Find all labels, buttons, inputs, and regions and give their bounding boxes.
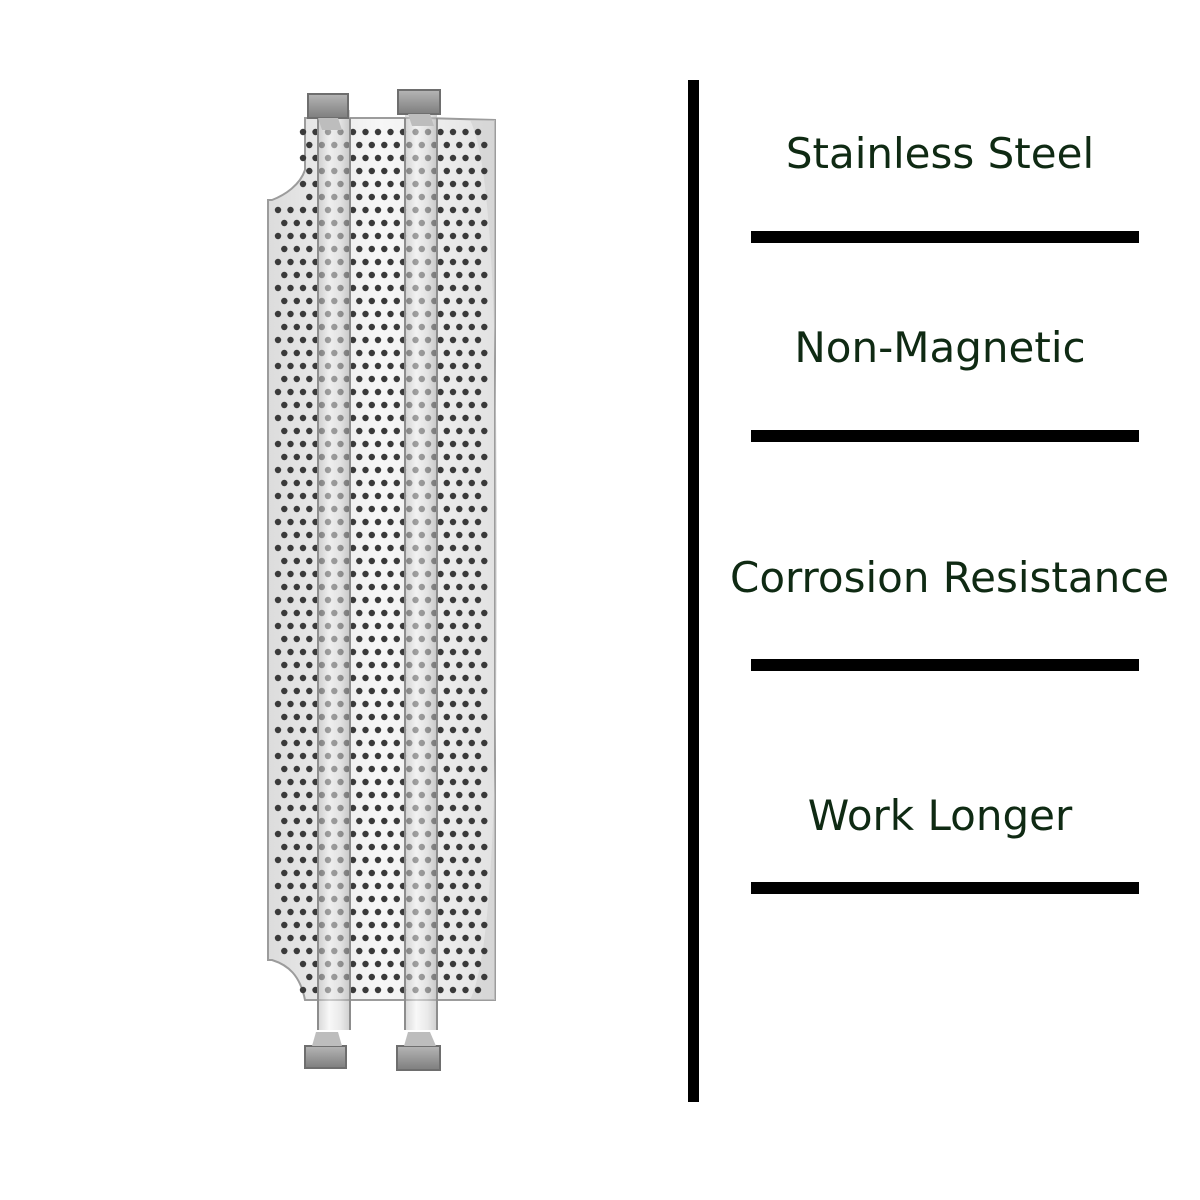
feature-label-stainless-steel: Stainless Steel (785, 129, 1095, 178)
foil-tab-bottom-right (396, 1045, 441, 1071)
foil-tab-top-left (307, 93, 349, 119)
foil-tab-bottom-left (304, 1045, 347, 1069)
feature-rule (751, 430, 1139, 442)
foil-strip-left (318, 110, 350, 1030)
foil-strip-right (405, 110, 437, 1030)
feature-rule (751, 882, 1139, 894)
feature-label-non-magnetic: Non-Magnetic (794, 323, 1086, 372)
feature-label-work-longer: Work Longer (807, 791, 1073, 840)
feature-rule (751, 231, 1139, 243)
vertical-divider (688, 80, 699, 1102)
foil-tab-top-right (397, 89, 441, 115)
feature-rule (751, 659, 1139, 671)
shaver-foil-image (267, 89, 497, 1071)
feature-label-corrosion-resistance: Corrosion Resistance (730, 553, 1170, 602)
